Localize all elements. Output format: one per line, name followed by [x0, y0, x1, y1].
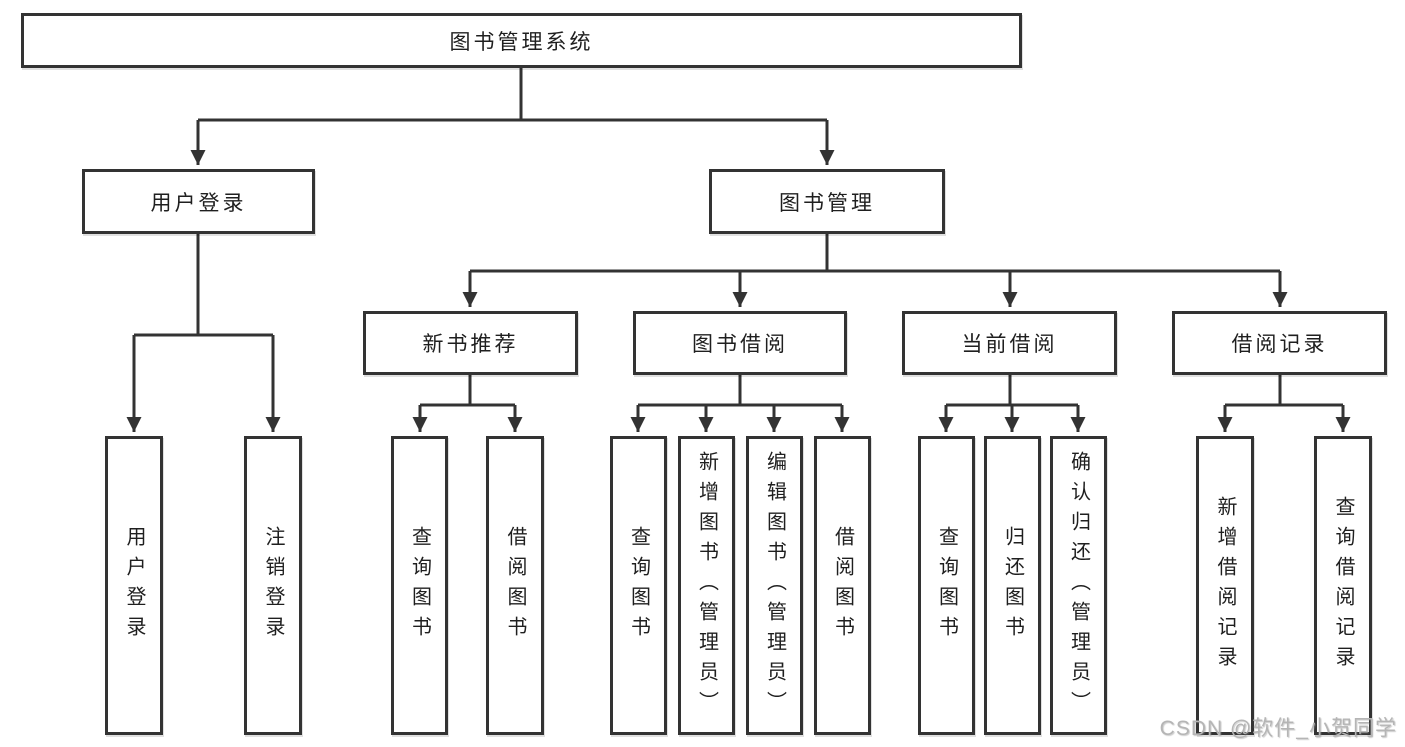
node-new-book-recommend: 新书推荐	[363, 311, 578, 375]
node-leaf-edit-book-admin: 编辑图书（管理员）	[746, 436, 803, 735]
connector-user-login-trunk	[134, 234, 273, 337]
node-leaf-query-book-1: 查询图书	[391, 436, 448, 735]
connector-book-borrow-trunk	[638, 375, 842, 407]
node-book-borrowing: 图书借阅	[633, 311, 847, 375]
node-user-login: 用户登录	[82, 169, 315, 234]
node-leaf-query-book-1-label: 查询图书	[408, 525, 431, 646]
node-borrowing-records: 借阅记录	[1172, 311, 1387, 375]
node-borrowing-records-label: 借阅记录	[1231, 333, 1328, 356]
node-leaf-borrow-book-1-label: 借阅图书	[504, 525, 526, 646]
node-leaf-query-book-3-label: 查询图书	[935, 525, 958, 646]
node-leaf-add-borrow-record-label: 新增借阅记录	[1214, 495, 1236, 676]
node-new-book-recommend-label: 新书推荐	[422, 333, 519, 356]
connector-current-borrow-trunk	[946, 375, 1078, 407]
node-root-label: 图书管理系统	[449, 30, 594, 54]
node-current-borrowing-label: 当前借阅	[961, 333, 1058, 356]
connector-book-management-trunk	[470, 234, 1280, 273]
connector-new-book-trunk	[420, 375, 515, 407]
node-leaf-query-book-2: 查询图书	[610, 436, 667, 735]
node-leaf-edit-book-admin-label: 编辑图书（管理员）	[763, 450, 786, 721]
node-leaf-query-book-3: 查询图书	[918, 436, 975, 735]
node-book-management: 图书管理	[709, 169, 945, 234]
node-leaf-add-borrow-record: 新增借阅记录	[1196, 436, 1254, 735]
node-leaf-logout-label: 注销登录	[262, 525, 284, 646]
node-leaf-confirm-return-admin-label: 确认归还（管理员）	[1067, 450, 1090, 721]
node-leaf-logout: 注销登录	[244, 436, 302, 735]
connector-borrow-record-trunk	[1225, 375, 1343, 407]
node-leaf-borrow-book-2: 借阅图书	[814, 436, 871, 735]
node-leaf-confirm-return-admin: 确认归还（管理员）	[1050, 436, 1107, 735]
node-leaf-query-borrow-record: 查询借阅记录	[1314, 436, 1372, 735]
node-leaf-query-book-2-label: 查询图书	[627, 525, 650, 646]
node-user-login-label: 用户登录	[150, 191, 247, 215]
node-book-management-label: 图书管理	[779, 191, 875, 215]
connector-root-trunk	[198, 68, 827, 122]
node-leaf-user-login-label: 用户登录	[123, 525, 145, 646]
csdn-watermark: CSDN @软件_小贺同学	[1159, 717, 1397, 740]
node-leaf-user-login: 用户登录	[105, 436, 163, 735]
node-current-borrowing: 当前借阅	[902, 311, 1117, 375]
node-book-borrowing-label: 图书借阅	[692, 333, 788, 356]
node-leaf-return-book-label: 归还图书	[1001, 525, 1024, 646]
node-leaf-add-book-admin: 新增图书（管理员）	[678, 436, 735, 735]
node-leaf-borrow-book-2-label: 借阅图书	[831, 525, 854, 646]
node-leaf-return-book: 归还图书	[984, 436, 1041, 735]
node-leaf-borrow-book-1: 借阅图书	[486, 436, 544, 735]
node-leaf-query-borrow-record-label: 查询借阅记录	[1332, 495, 1354, 676]
node-root: 图书管理系统	[21, 13, 1022, 68]
node-leaf-add-book-admin-label: 新增图书（管理员）	[695, 450, 718, 721]
